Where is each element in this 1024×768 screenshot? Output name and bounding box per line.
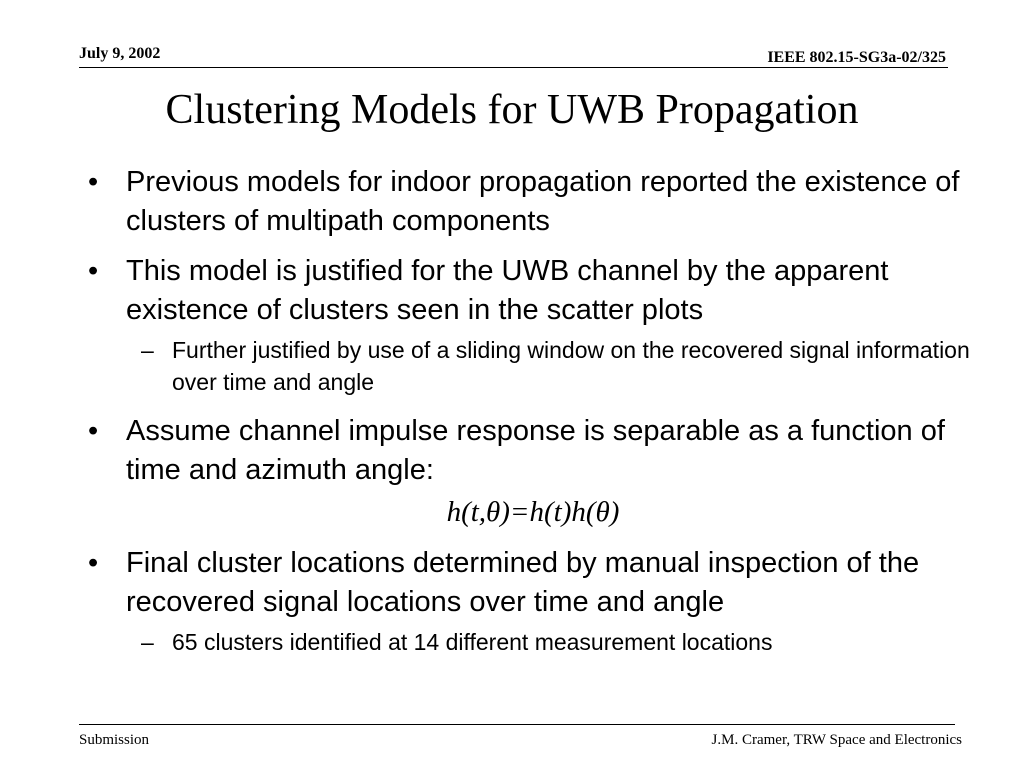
sub-bullet-text: 65 clusters identified at 14 different m… [172,629,773,655]
sub-bullet-text: Further justified by use of a sliding wi… [172,337,970,395]
dash-marker: – [141,629,154,655]
bullet-list: • Previous models for indoor propagation… [88,163,978,672]
header-document-id: IEEE 802.15-SG3a-02/325 [767,49,946,66]
bullet-item: • Assume channel impulse response is sep… [88,412,978,533]
bullet-text: This model is justified for the UWB chan… [126,255,889,326]
footer-author: J.M. Cramer, TRW Space and Electronics [711,732,962,748]
bullet-item: • Previous models for indoor propagation… [88,163,978,241]
bullet-text: Assume channel impulse response is separ… [126,415,945,486]
bullet-text: Final cluster locations determined by ma… [126,547,920,618]
header-divider [79,67,948,68]
header-date: July 9, 2002 [79,45,161,62]
sub-bullet-item: – 65 clusters identified at 14 different… [88,626,978,658]
bullet-item: • Final cluster locations determined by … [88,544,978,622]
impulse-response-formula: h(t,θ)=h(t)h(θ) [446,496,620,528]
bullet-text: Previous models for indoor propagation r… [126,166,960,237]
bullet-marker: • [88,166,99,198]
slide-title: Clustering Models for UWB Propagation [165,87,859,133]
bullet-marker: • [88,415,99,447]
footer-submission: Submission [79,732,150,748]
bullet-marker: • [88,255,99,287]
bullet-marker: • [88,547,99,579]
sub-bullet-item: – Further justified by use of a sliding … [88,334,978,398]
bullet-item: • This model is justified for the UWB ch… [88,252,978,330]
dash-marker: – [141,337,154,363]
footer-divider [79,724,955,725]
